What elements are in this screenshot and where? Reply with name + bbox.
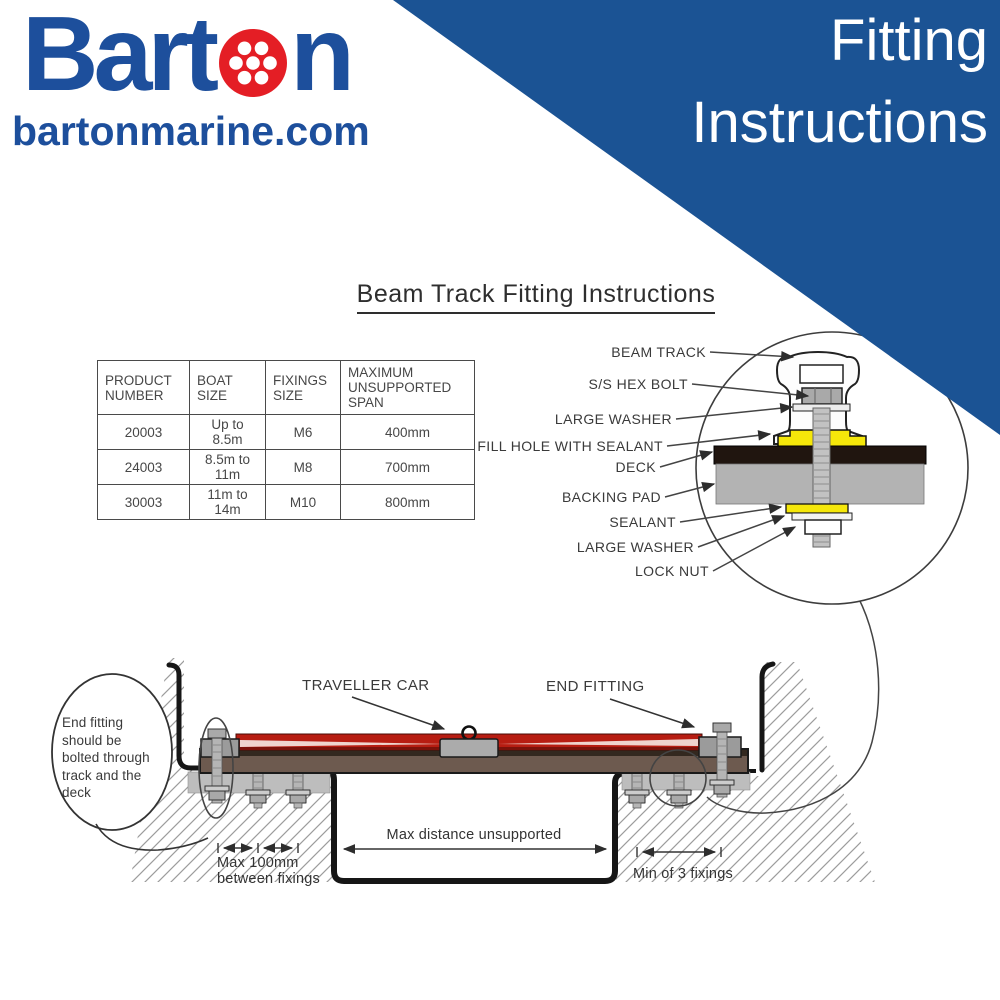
col-max-span: MAXIMUM UNSUPPORTED SPAN (340, 360, 475, 415)
dim-unsupported: Max distance unsupported (386, 827, 562, 843)
detail-connector-line (706, 596, 880, 814)
label-sealant: SEALANT (609, 514, 676, 530)
deck-left-edge (166, 662, 215, 771)
sheet-title: Beam Track Fitting Instructions (340, 280, 732, 314)
banner-line2: Instructions (691, 90, 988, 155)
cross-section-drawing (51, 658, 875, 884)
table-header-row: PRODUCT NUMBER BOAT SIZE FIXINGS SIZE MA… (97, 360, 475, 415)
brand-website: bartonmarine.com (12, 108, 370, 154)
brand-logo: Bart n (22, 0, 355, 113)
lock-nut (804, 519, 842, 535)
label-beam-track: BEAM TRACK (611, 344, 706, 360)
label-large-washer-bottom: LARGE WASHER (576, 539, 694, 555)
callout-text: End fitting should be bolted through tra… (62, 715, 150, 800)
banner-line1: Fitting (830, 8, 988, 73)
label-lock-nut: LOCK NUT (635, 563, 709, 579)
bolt-callout-circle (649, 749, 707, 807)
banner: Fitting Instructions (691, 0, 988, 164)
label-deck: DECK (615, 459, 656, 475)
table-row: 20003 Up to 8.5m M6 400mm (97, 414, 475, 450)
traveller-car (439, 738, 499, 758)
table-row: 24003 8.5m to 11m M8 700mm (97, 449, 475, 485)
sheave-icon (219, 29, 288, 97)
table-row: 30003 11m to 14m M10 800mm (97, 484, 475, 520)
col-fixings-size: FIXINGS SIZE (265, 360, 341, 415)
traveller-car-leader (351, 696, 446, 731)
callout-balloon (51, 673, 173, 831)
end-fitting-leader (609, 698, 696, 729)
dim-between-fixings: Max 100mm between fixings (217, 855, 320, 887)
deck-recess (323, 767, 655, 884)
spec-table: PRODUCT NUMBER BOAT SIZE FIXINGS SIZE MA… (97, 360, 475, 520)
col-boat-size: BOAT SIZE (189, 360, 266, 415)
logo-text-suffix: n (290, 0, 355, 113)
label-hex-bolt: S/S HEX BOLT (588, 376, 688, 392)
deck-right-edge (759, 661, 776, 773)
sealant-bottom (785, 503, 849, 514)
bolt-callout-ellipse (198, 717, 234, 819)
end-fitting-right (698, 722, 742, 798)
label-traveller-car: TRAVELLER CAR (302, 677, 430, 694)
dimension-lines (217, 843, 722, 857)
label-fill-hole: FILL HOLE WITH SEALANT (477, 438, 663, 454)
col-product-number: PRODUCT NUMBER (97, 360, 190, 415)
washer-bottom (791, 512, 853, 521)
dim-min-fixings: Min of 3 fixings (633, 866, 733, 882)
label-end-fitting: END FITTING (546, 678, 645, 695)
label-backing-pad: BACKING PAD (561, 489, 661, 505)
logo-text-prefix: Bart (22, 0, 219, 113)
detail-view-drawing (659, 331, 969, 605)
label-large-washer-top: LARGE WASHER (554, 411, 672, 427)
callout-tail (95, 823, 209, 851)
detail-leaders (659, 351, 810, 572)
